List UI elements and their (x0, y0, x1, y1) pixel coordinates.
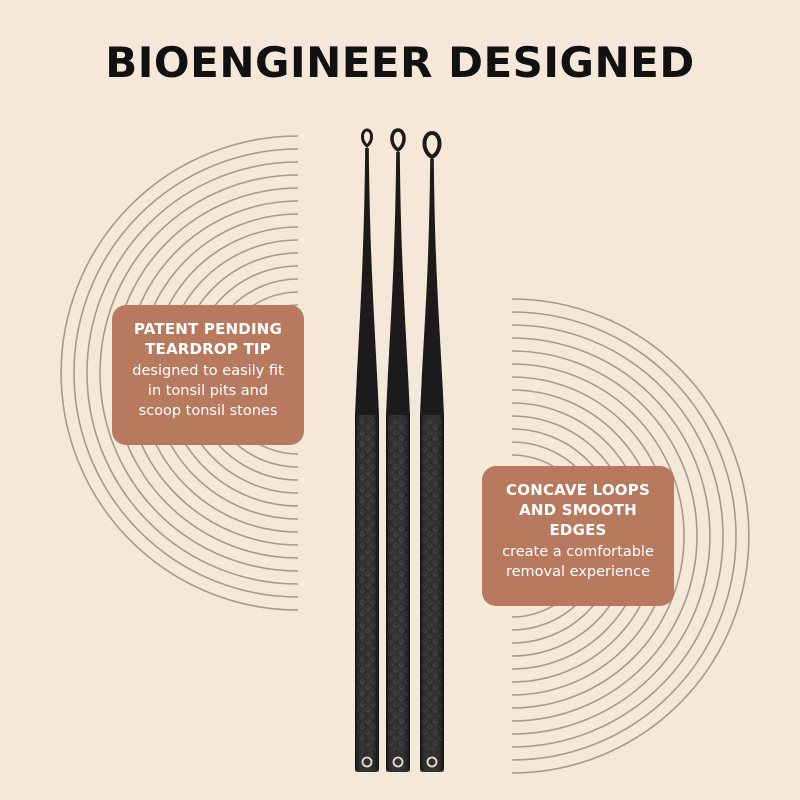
hang-hole (361, 756, 373, 768)
decorative-arc (511, 311, 737, 761)
callout-teardrop-tip: PATENT PENDING TEARDROP TIP designed to … (112, 305, 304, 445)
decorative-arc (511, 350, 698, 722)
pick (386, 128, 410, 772)
callout-title-line: TEARDROP TIP (145, 340, 271, 358)
callout-title-line: PATENT PENDING (133, 320, 283, 338)
decorative-arc (73, 148, 299, 598)
decorative-arc (511, 363, 685, 709)
callout-title: CONCAVE LOOPS AND SMOOTH EDGES (482, 480, 674, 540)
pick (420, 130, 444, 772)
callout-body-line: in tonsil pits and (147, 383, 269, 399)
callout-body-line: scoop tonsil stones (138, 403, 278, 419)
callout-title-line: EDGES (549, 521, 607, 539)
hang-hole (426, 756, 438, 768)
decorative-arc (511, 298, 750, 774)
decorative-arc (86, 161, 299, 585)
pick-sheen (355, 415, 379, 772)
callout-title-line: AND SMOOTH (519, 501, 637, 519)
callout-body: create a comfortable removal experience (482, 542, 674, 582)
decorative-arc (60, 135, 299, 611)
callout-concave-loops: CONCAVE LOOPS AND SMOOTH EDGES create a … (482, 466, 674, 606)
callout-title: PATENT PENDING TEARDROP TIP (112, 319, 304, 359)
teardrop-tip (361, 128, 373, 148)
headline: BIOENGINEER DESIGNED (105, 38, 695, 87)
teardrop-tip (390, 128, 406, 153)
decorative-arc (511, 324, 724, 748)
decorative-arc (511, 337, 711, 735)
callout-title-line: CONCAVE LOOPS (506, 481, 650, 499)
callout-body: designed to easily fit in tonsil pits an… (112, 361, 304, 421)
pick-sheen (386, 415, 410, 772)
hang-hole (392, 756, 404, 768)
teardrop-tip (422, 130, 442, 160)
callout-body-line: create a comfortable (502, 544, 654, 560)
callout-body-line: removal experience (505, 564, 651, 580)
pick (355, 128, 379, 772)
pick-sheen (420, 415, 444, 772)
decorative-arc (99, 174, 299, 572)
callout-body-line: designed to easily fit (132, 363, 284, 379)
